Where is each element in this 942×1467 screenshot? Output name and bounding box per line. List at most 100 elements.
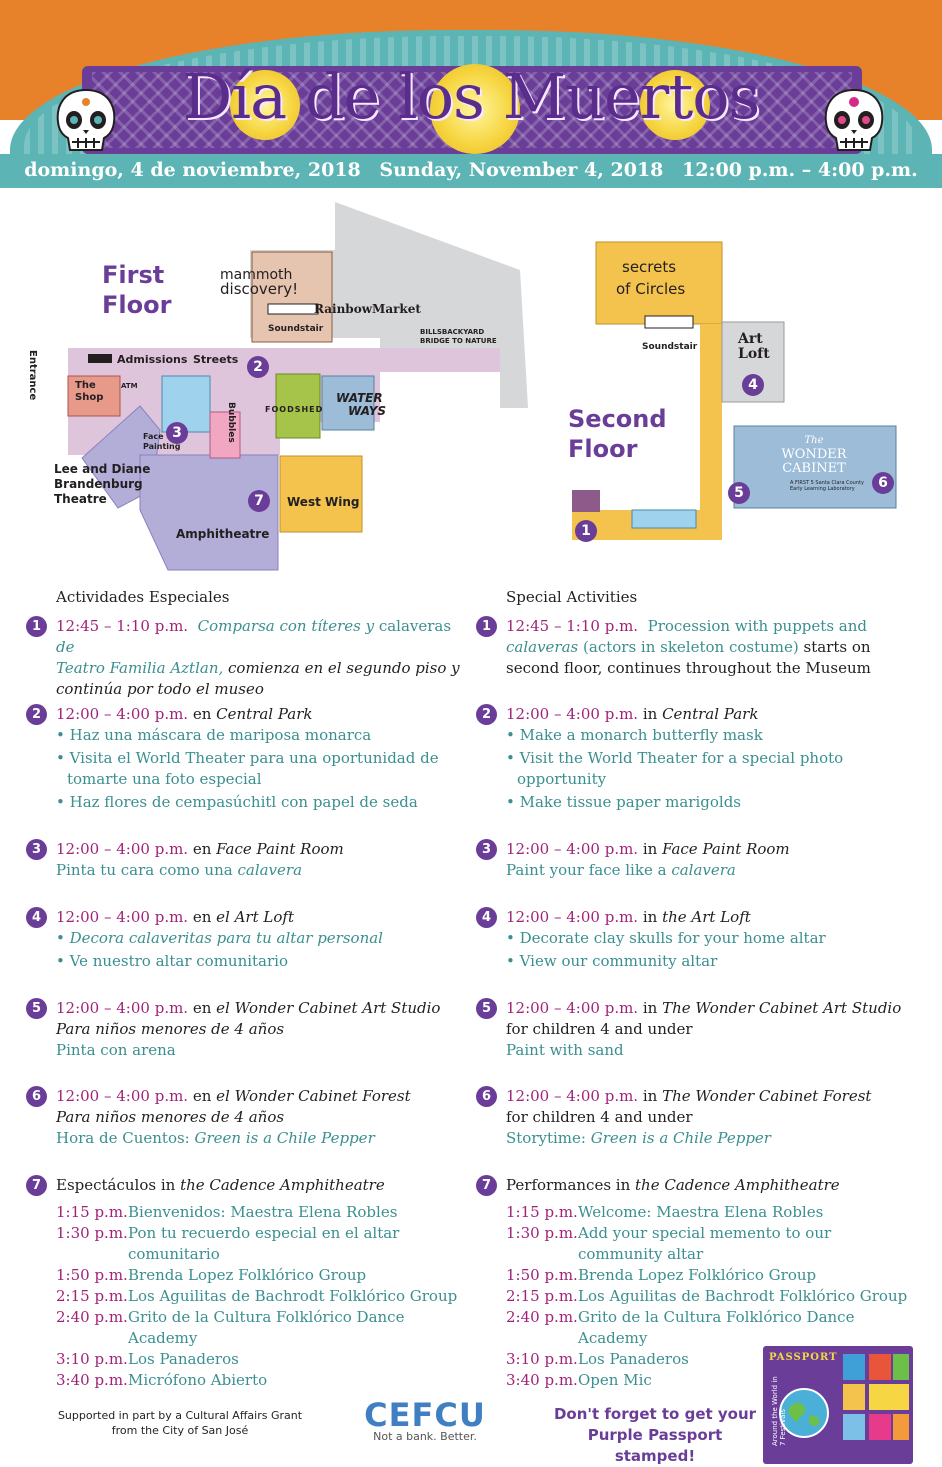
wonder-cabinet-label-line: CABINET bbox=[782, 461, 846, 476]
theatre-label-line: Theatre bbox=[54, 492, 107, 506]
festival-stamp-thumb bbox=[869, 1354, 891, 1380]
activity-number: 2 bbox=[26, 704, 47, 725]
activity-time: 12:45 – 1:10 p.m. bbox=[506, 617, 639, 635]
activity-number: 2 bbox=[476, 704, 497, 725]
foodshed-area bbox=[275, 373, 321, 439]
activity-note: for children 4 and under bbox=[506, 1020, 693, 1038]
schedule-row: 1:50 p.m.Brenda Lopez Folklórico Group bbox=[56, 1265, 470, 1286]
activity-number: 7 bbox=[26, 1175, 47, 1196]
page-title: Día de los Muertos bbox=[182, 60, 761, 133]
festival-stamp-thumb bbox=[843, 1354, 865, 1380]
schedule-row: 3:40 p.m.Micrófono Abierto bbox=[56, 1370, 470, 1391]
activity-number: 3 bbox=[476, 839, 497, 860]
activity-text: Paint with sand bbox=[506, 1041, 624, 1059]
activity-time: 12:00 – 4:00 p.m. bbox=[56, 999, 189, 1017]
marigold-icon bbox=[640, 70, 710, 140]
schedule-time: 2:40 p.m. bbox=[56, 1308, 128, 1326]
schedule-row: 1:15 p.m.Bienvenidos: Maestra Elena Robl… bbox=[56, 1202, 470, 1223]
mammoth-discovery-label-line: mammoth bbox=[220, 267, 293, 283]
map-badge-1: 1 bbox=[575, 520, 597, 542]
activity-item: • Haz flores de cempasúchitl con papel d… bbox=[56, 793, 418, 811]
schedule-time: 1:50 p.m. bbox=[56, 1266, 128, 1284]
waterways-label: WATER WAYS bbox=[336, 392, 386, 418]
event-time: 12:00 p.m. – 4:00 p.m. bbox=[682, 159, 918, 181]
activity-text: Pinta con arena bbox=[56, 1041, 176, 1059]
schedule-item: Los Aguilitas de Bachrodt Folklórico Gro… bbox=[578, 1287, 908, 1305]
schedule-row: 3:10 p.m.Los Panaderos bbox=[506, 1349, 920, 1370]
activity-text: Procession with puppets and bbox=[647, 617, 867, 635]
activity-5-es: 5 12:00 – 4:00 p.m. en el Wonder Cabinet… bbox=[26, 998, 470, 1061]
schedule-row: 2:15 p.m.Los Aguilitas de Bachrodt Folkl… bbox=[506, 1286, 920, 1307]
map-badge-3: 3 bbox=[166, 422, 188, 444]
bills-backyard-label-line: BILLSBACKYARD bbox=[420, 328, 485, 336]
mammoth-discovery-label-line: discovery! bbox=[220, 280, 299, 298]
activity-4-es: 4 12:00 – 4:00 p.m. en el Art Loft • Dec… bbox=[26, 907, 470, 972]
date-spanish: domingo, 4 de noviembre, 2018 bbox=[24, 159, 361, 181]
passport-image: PASSPORT Around the World in 7 Festivals bbox=[763, 1346, 913, 1464]
activity-text: Comparsa con títeres y bbox=[197, 617, 375, 635]
schedule-row: 2:15 p.m.Los Aguilitas de Bachrodt Folkl… bbox=[56, 1286, 470, 1307]
the-shop-area bbox=[67, 375, 121, 417]
wonder-cabinet-area bbox=[733, 425, 897, 509]
schedule-time: 1:30 p.m. bbox=[506, 1224, 578, 1242]
mammoth-discovery-label: mammoth discovery! bbox=[220, 267, 299, 298]
activity-text: continúa por todo el museo bbox=[56, 680, 264, 698]
activity-heading: Performances in bbox=[506, 1176, 636, 1194]
activity-time: 12:00 – 4:00 p.m. bbox=[506, 1087, 639, 1105]
schedule-item: Los Aguilitas de Bachrodt Folklórico Gro… bbox=[128, 1287, 458, 1305]
mammoth-discovery-area bbox=[251, 251, 333, 343]
activity-text: calaveras bbox=[374, 617, 452, 635]
map-badge-7: 7 bbox=[248, 490, 270, 512]
west-wing-label: West Wing bbox=[287, 495, 360, 509]
activity-text: calavera bbox=[237, 861, 303, 879]
schedule-item: Bienvenidos: Maestra Elena Robles bbox=[128, 1203, 398, 1221]
map-badge-2: 2 bbox=[247, 356, 269, 378]
activity-number: 6 bbox=[476, 1086, 497, 1107]
soundstair-2-label: Soundstair bbox=[642, 342, 698, 352]
streets-label: Streets bbox=[193, 353, 239, 366]
globe-icon bbox=[779, 1388, 829, 1438]
art-loft-label-line: Art bbox=[738, 331, 763, 347]
the-shop-label-line: The bbox=[75, 380, 96, 391]
activity-time: 12:00 – 4:00 p.m. bbox=[506, 999, 639, 1017]
schedule-time: 1:50 p.m. bbox=[506, 1266, 578, 1284]
festival-stamp-thumb bbox=[869, 1414, 891, 1440]
schedule-item: Brenda Lopez Folklórico Group bbox=[578, 1266, 817, 1284]
activity-number: 4 bbox=[476, 907, 497, 928]
theatre-label-line: Brandenburg bbox=[54, 477, 143, 491]
schedule-item: Los Panaderos bbox=[128, 1350, 239, 1368]
activity-1-es: 1 12:45 – 1:10 p.m. Comparsa con títeres… bbox=[26, 616, 470, 700]
activity-note: for children 4 and under bbox=[506, 1108, 693, 1126]
activity-location: el Wonder Cabinet Forest bbox=[216, 1087, 411, 1105]
activity-location: the Cadence Amphitheatre bbox=[180, 1176, 385, 1194]
activities-heading-es: Actividades Especiales bbox=[56, 588, 230, 606]
the-shop-label-line: Shop bbox=[75, 392, 104, 403]
map-badge-4: 4 bbox=[742, 374, 764, 396]
second-floor-label-line: Second bbox=[568, 405, 667, 433]
festival-stamp-thumb bbox=[893, 1414, 909, 1440]
schedule-time: 3:40 p.m. bbox=[506, 1371, 578, 1389]
activity-7-en: 7 Performances in the Cadence Amphitheat… bbox=[476, 1175, 920, 1391]
activity-text: Paint your face like a bbox=[506, 861, 672, 879]
activities-spanish: Actividades Especiales 1 12:45 – 1:10 p.… bbox=[26, 588, 470, 1389]
secrets-of-circles-label-line: of Circles bbox=[616, 280, 686, 298]
activity-text: calaveras bbox=[506, 638, 579, 656]
activity-loc-prefix: en bbox=[188, 999, 217, 1017]
schedule-item: Pon tu recuerdo especial en el altar com… bbox=[128, 1224, 400, 1263]
admissions-label: Admissions bbox=[117, 353, 188, 366]
activity-time: 12:45 – 1:10 p.m. bbox=[56, 617, 189, 635]
atm-label: ATM bbox=[121, 382, 138, 390]
activity-item: • Decorate clay skulls for your home alt… bbox=[506, 929, 826, 947]
activity-text: Storytime: bbox=[506, 1129, 591, 1147]
wonder-cabinet-label: The WONDER CABINET bbox=[762, 434, 866, 476]
activity-number: 3 bbox=[26, 839, 47, 860]
grant-credit: Supported in part by a Cultural Affairs … bbox=[40, 1408, 320, 1438]
activity-loc-prefix: in bbox=[638, 1087, 663, 1105]
bills-backyard-label: BILLSBACKYARD BRIDGE TO NATURE bbox=[420, 328, 497, 346]
activity-6-en: 6 12:00 – 4:00 p.m. in The Wonder Cabine… bbox=[476, 1086, 920, 1149]
the-shop-label: The Shop bbox=[75, 380, 103, 404]
first-floor-label-line: First bbox=[102, 261, 165, 289]
activity-item: • Decora calaveritas para tu altar perso… bbox=[56, 929, 383, 947]
activity-text: starts on bbox=[798, 638, 871, 656]
activity-5-en: 5 12:00 – 4:00 p.m. in The Wonder Cabine… bbox=[476, 998, 920, 1061]
